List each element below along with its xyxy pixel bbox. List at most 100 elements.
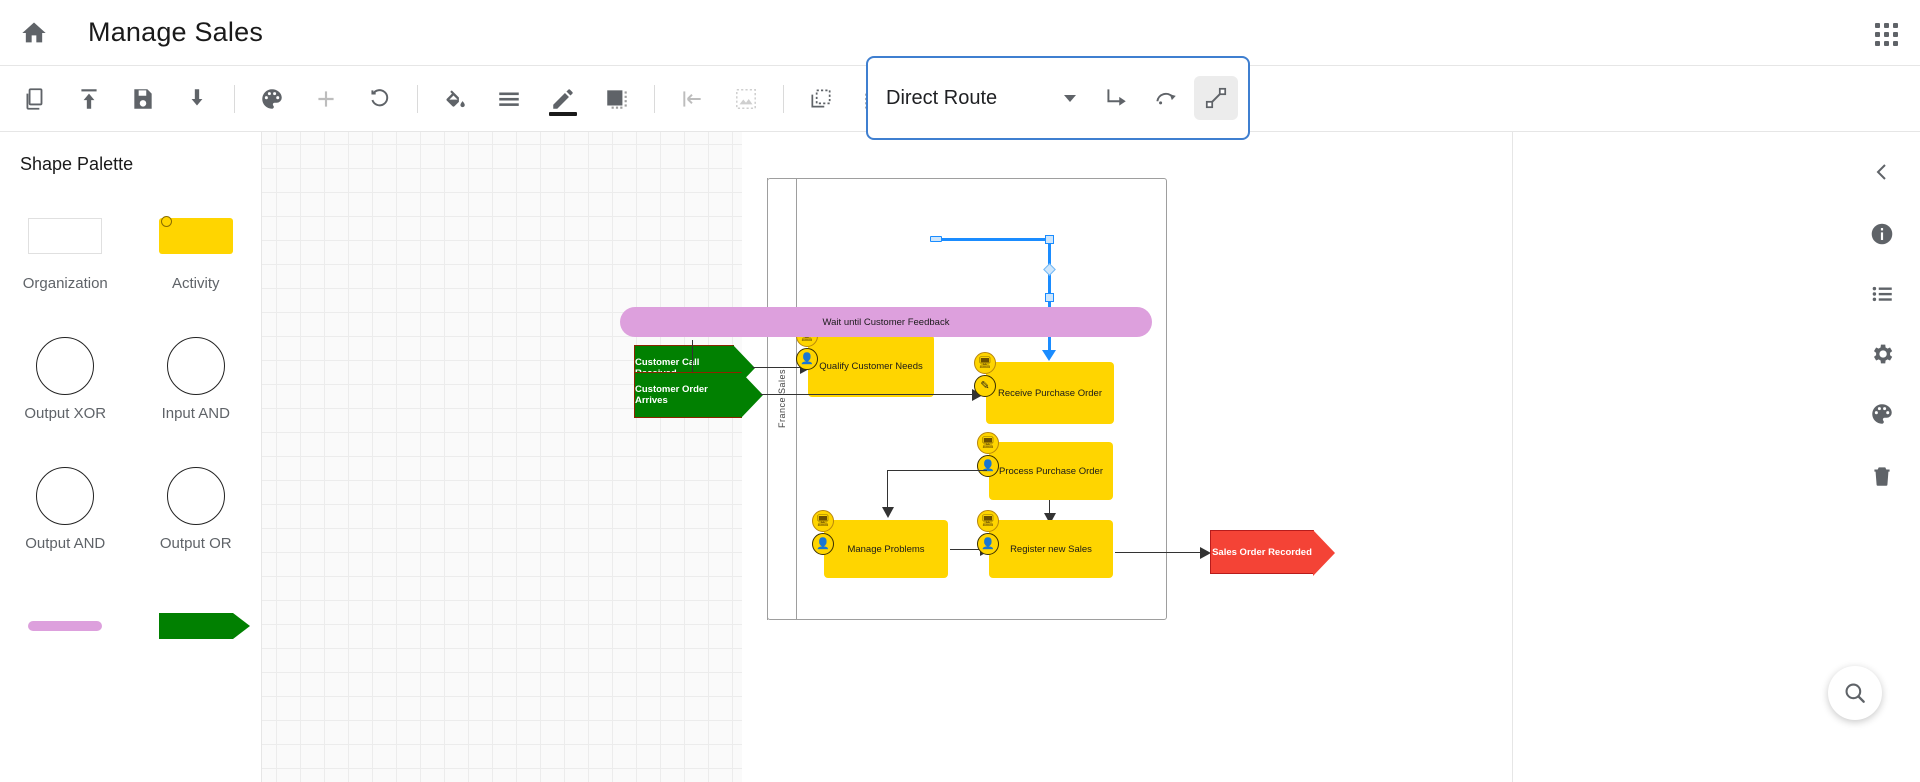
page-title: Manage Sales (88, 17, 264, 47)
person-icon: 👤 (977, 533, 999, 555)
lane-header[interactable]: France Sales (767, 178, 797, 620)
connector-target-handle[interactable] (1045, 293, 1054, 302)
save-disk-icon (134, 88, 152, 109)
add-button[interactable] (303, 76, 349, 122)
info-button[interactable] (1858, 210, 1906, 258)
upload-icon (81, 88, 97, 109)
event-shape-icon (158, 583, 250, 669)
direct-route-button[interactable] (1194, 76, 1238, 120)
arrowhead-icon (882, 507, 894, 518)
route-type-select[interactable]: Direct Route (878, 70, 1088, 126)
palette-item-label: Output XOR (24, 405, 107, 422)
palette-item-input-and[interactable]: Input AND (131, 323, 262, 453)
system-icon: 🖥 (977, 510, 999, 532)
activity-label: Process Purchase Order (998, 465, 1103, 477)
app-header: Manage Sales (0, 0, 1920, 66)
curved-route-button[interactable] (1144, 76, 1188, 120)
route-type-value: Direct Route (886, 86, 998, 109)
gear-icon (1873, 344, 1893, 364)
toolbar-divider (783, 84, 784, 113)
home-button[interactable] (8, 7, 60, 59)
search-icon (1845, 683, 1865, 703)
list-icon (1872, 286, 1892, 302)
activity-label: Register new Sales (1010, 543, 1092, 555)
line-style-button[interactable] (486, 76, 532, 122)
save-button[interactable] (120, 76, 166, 122)
curved-route-icon (1156, 92, 1176, 105)
connector-source-handle[interactable] (930, 236, 942, 242)
connector-bend-handle[interactable] (1045, 235, 1054, 244)
apps-grid-button[interactable] (1864, 12, 1908, 56)
upload-button[interactable] (66, 76, 112, 122)
palette-icon (262, 88, 282, 109)
theme-palette-button[interactable] (1858, 390, 1906, 438)
download-icon (191, 88, 203, 105)
connector-wait-to-order[interactable] (692, 340, 694, 382)
theme-button[interactable] (249, 76, 295, 122)
palette-item-wait-bar[interactable] (0, 583, 131, 713)
palette-item-label: Organization (22, 275, 108, 292)
apps-grid-icon (1874, 22, 1898, 46)
palette-item-label: Output OR (159, 535, 232, 552)
circle-shape-icon (166, 453, 225, 539)
connector-call-to-qualify[interactable] (752, 367, 802, 369)
activity-label: Qualify Customer Needs (819, 360, 923, 372)
event-customer-order-arrives[interactable]: Customer Order Arrives (634, 372, 763, 418)
line-color-button[interactable] (540, 76, 586, 122)
connector-process-to-manage[interactable] (887, 470, 987, 472)
chevron-left-icon (1876, 164, 1886, 180)
shape-palette-grid: Organization Activity Output XOR Input A… (0, 193, 261, 713)
selected-connector-segment-horizontal[interactable] (937, 238, 1050, 241)
activity-manage-problems[interactable]: 🖥 👤 Manage Problems (812, 510, 948, 578)
palette-item-output-or[interactable]: Output OR (131, 453, 262, 583)
connector-order-to-receive[interactable] (760, 394, 974, 396)
download-button[interactable] (174, 76, 220, 122)
copy-button[interactable] (12, 76, 58, 122)
fill-color-button[interactable] (432, 76, 478, 122)
insert-image-button[interactable] (723, 76, 769, 122)
palette-item-output-xor[interactable]: Output XOR (0, 323, 131, 453)
connector-manage-to-register[interactable] (950, 549, 984, 551)
shadow-button[interactable] (594, 76, 640, 122)
toolbar-divider (654, 84, 655, 113)
list-button[interactable] (1858, 270, 1906, 318)
connector-process-to-manage-vertical[interactable] (887, 470, 889, 512)
lines-icon (499, 92, 519, 106)
shape-palette-panel: Shape Palette Organization Activity Outp… (0, 132, 262, 782)
palette-item-label: Input AND (161, 405, 230, 422)
align-left-button[interactable] (669, 76, 715, 122)
palette-item-output-and[interactable]: Output AND (0, 453, 131, 583)
circle-shape-icon (36, 453, 95, 539)
event-label: Customer Order Arrives (635, 384, 708, 406)
arrowhead-icon (1200, 547, 1211, 559)
system-icon: 🖥 (977, 432, 999, 454)
event-sales-order-recorded[interactable]: Sales Order Recorded (1210, 530, 1335, 576)
direct-route-icon (1205, 87, 1227, 109)
palette-item-label: Activity (171, 275, 220, 292)
palette-item-event[interactable] (131, 583, 262, 713)
settings-button[interactable] (1858, 330, 1906, 378)
orthogonal-route-button[interactable] (1094, 76, 1138, 120)
arrowhead-icon (1044, 513, 1056, 524)
search-button[interactable] (1828, 666, 1882, 720)
undo-button[interactable] (357, 76, 403, 122)
activity-receive-purchase-order[interactable]: 🖥 ✎ Receive Purchase Order (974, 352, 1114, 424)
palette-item-organization[interactable]: Organization (0, 193, 131, 323)
diagram-canvas[interactable]: France Sales Customer Call Received 🖥 👤 … (262, 132, 1512, 782)
connector-process-to-register[interactable] (1049, 500, 1051, 518)
collapse-panel-button[interactable] (1858, 148, 1906, 196)
activity-icons: 🖥 👤 (977, 510, 999, 556)
organization-shape-icon (28, 193, 103, 279)
connector-register-to-recorded[interactable] (1115, 552, 1208, 554)
activity-register-new-sales[interactable]: 🖥 👤 Register new Sales (977, 510, 1113, 578)
arrowhead-icon (972, 389, 983, 401)
delete-button[interactable] (1858, 452, 1906, 500)
group-button[interactable] (798, 76, 844, 122)
activity-qualify-customer-needs[interactable]: 🖥 👤 Qualify Customer Needs (796, 325, 934, 397)
pencil-icon (553, 88, 573, 109)
wait-until-customer-feedback-bar[interactable]: Wait until Customer Feedback (620, 307, 1152, 337)
person-icon: 👤 (977, 455, 999, 477)
activity-process-purchase-order[interactable]: 🖥 👤 Process Purchase Order (977, 432, 1113, 500)
palette-item-activity[interactable]: Activity (131, 193, 262, 323)
orthogonal-route-icon (1107, 89, 1126, 106)
